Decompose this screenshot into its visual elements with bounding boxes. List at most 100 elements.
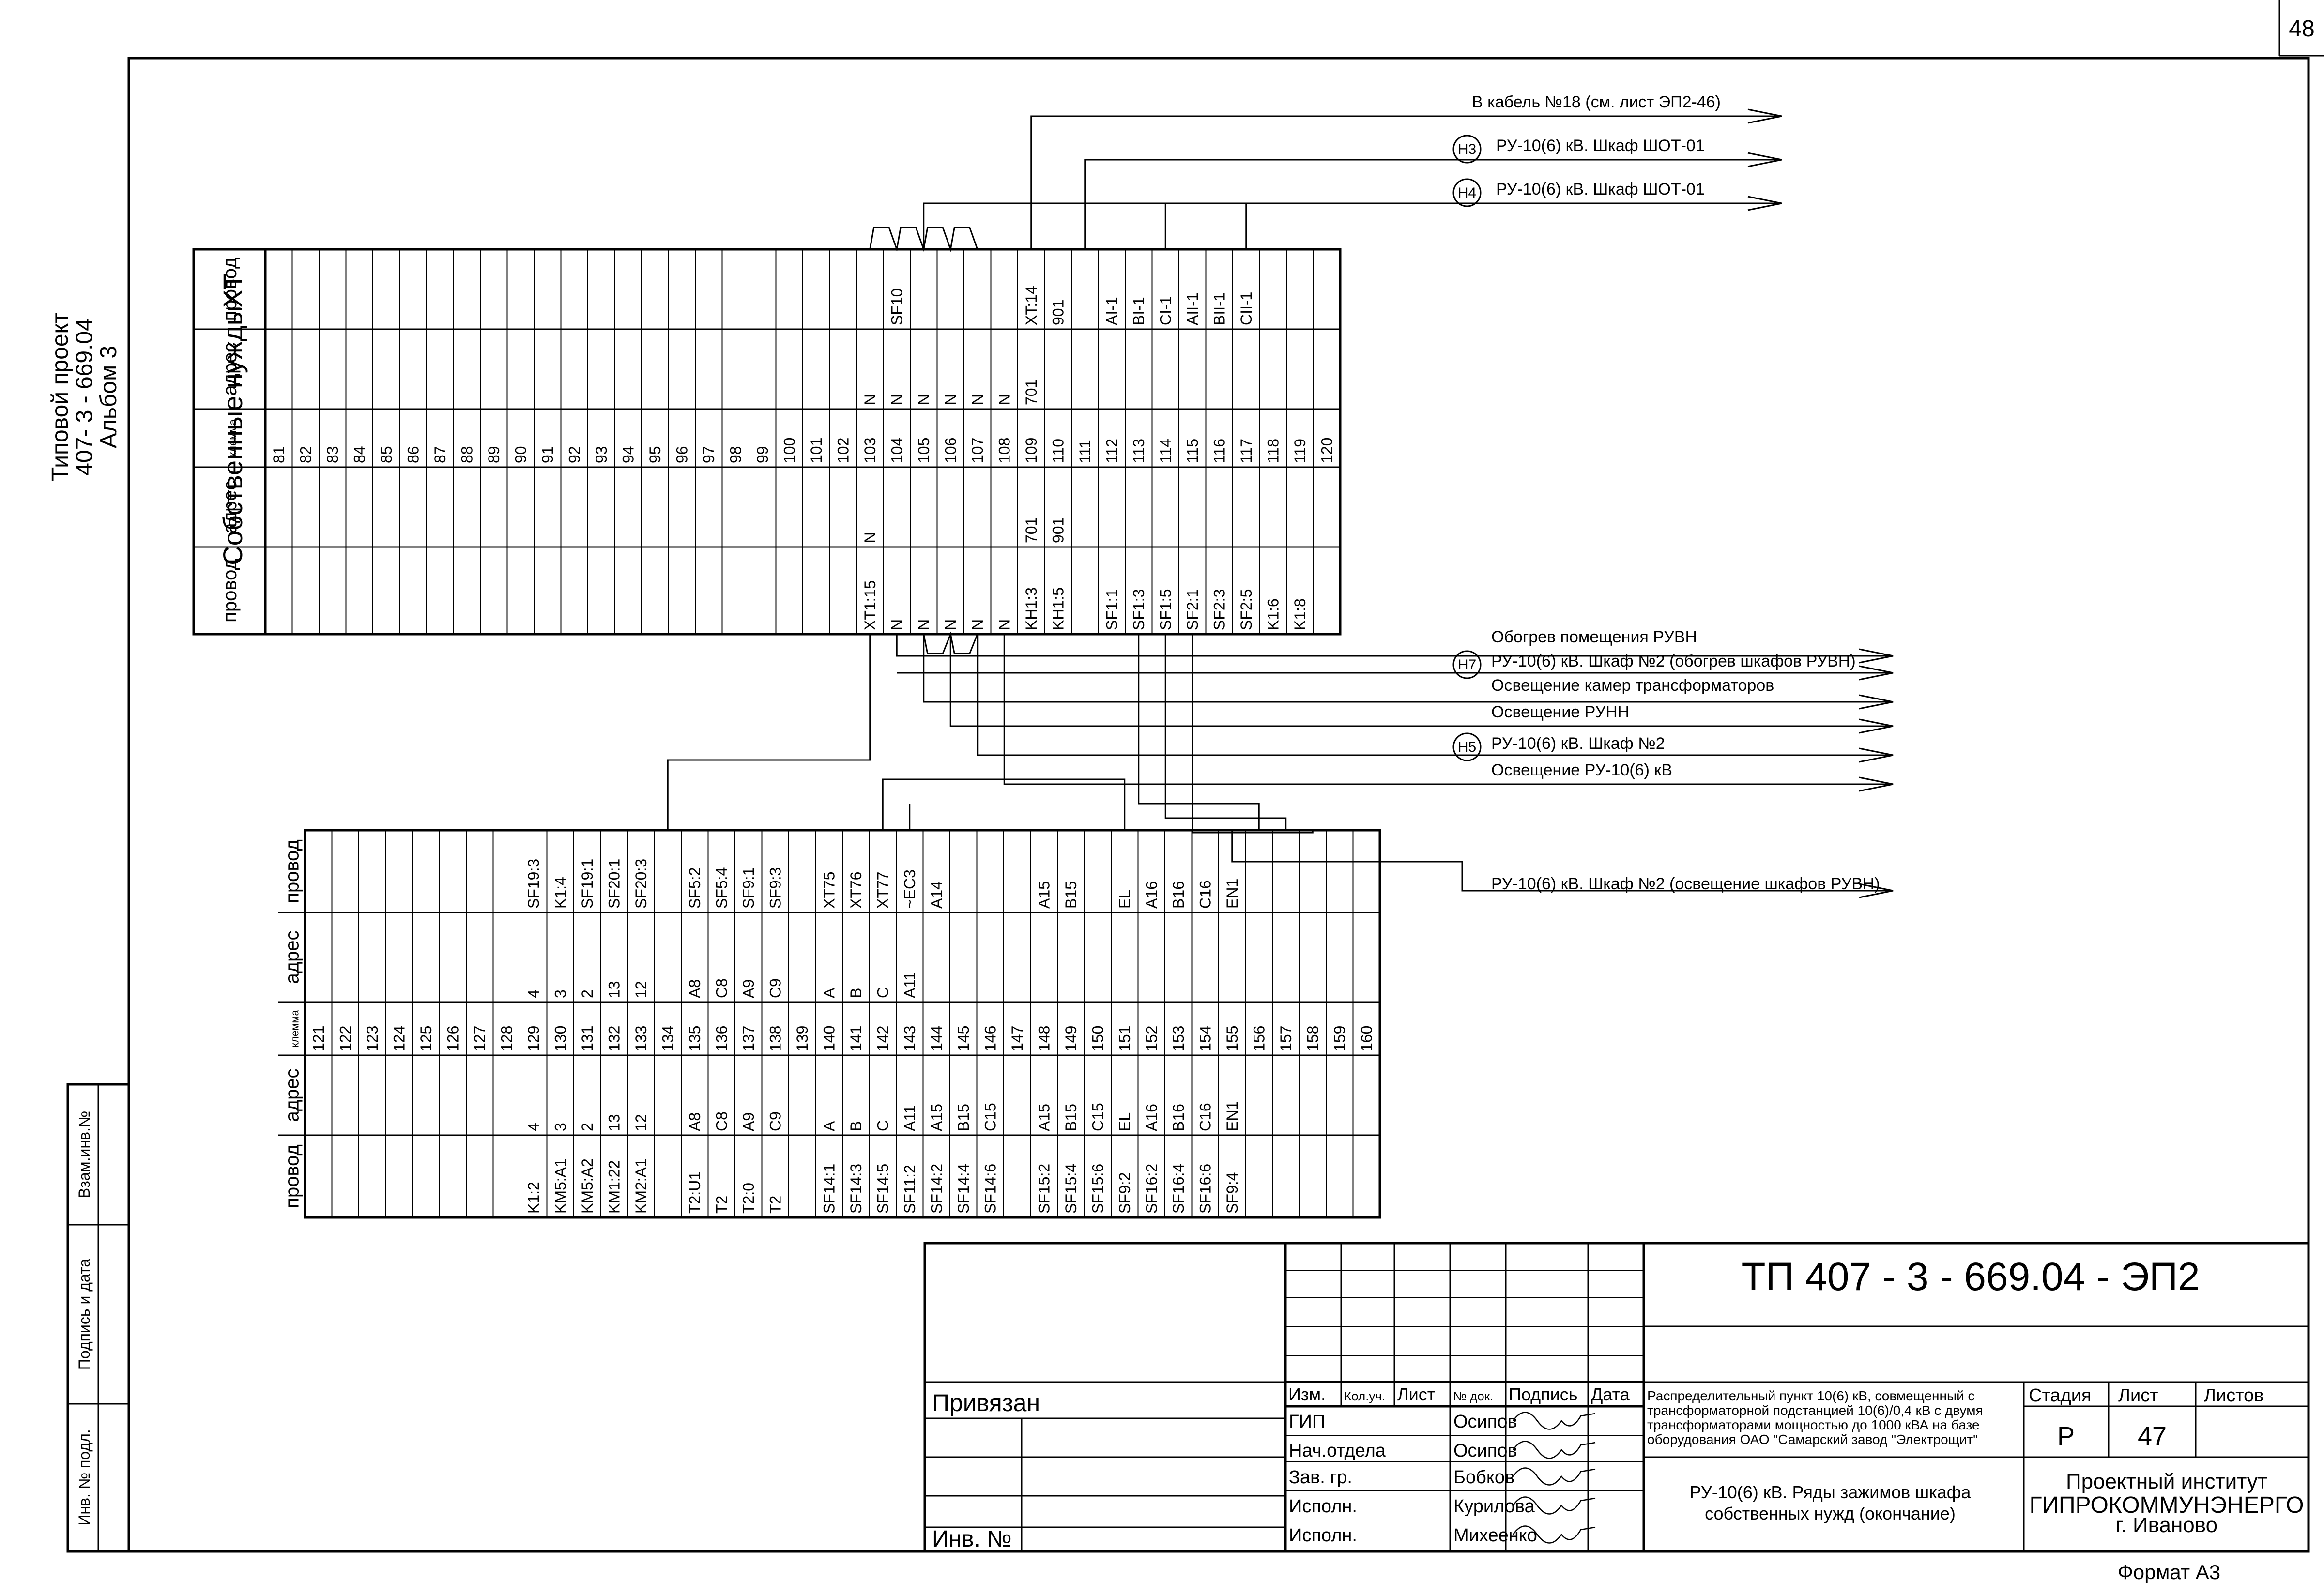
cell-lw: SF1:5: [1157, 589, 1174, 630]
cell-lw: N: [915, 619, 933, 630]
cell-n: 137: [740, 1026, 757, 1051]
cell-lw: SF14:1: [820, 1164, 838, 1214]
cell-n: 114: [1157, 439, 1174, 463]
cell-rw: XT76: [847, 872, 865, 909]
project-desc-line: трансформаторами мощностью до 1000 кВА н…: [1647, 1417, 1980, 1432]
cell-lw: K1:8: [1291, 598, 1309, 630]
output-text: Обогрев помещения РУВН: [1491, 628, 1697, 646]
margin-label-inv: Инв. № подл.: [76, 1429, 93, 1525]
wire-h4: [923, 202, 1733, 249]
designation: ТП 407 - 3 - 669.04 - ЭП2: [1741, 1255, 2200, 1299]
cell-lw: KM2:A1: [632, 1158, 650, 1214]
output-text: РУ-10(6) кВ. Шкаф №2: [1491, 734, 1665, 753]
cell-n: 139: [794, 1026, 811, 1051]
cell-lw: SF14:4: [955, 1164, 972, 1214]
cell-rw: A16: [1143, 881, 1160, 909]
marker-circle: [1452, 732, 1482, 761]
cell-n: 86: [404, 446, 422, 463]
cell-la: C15: [1089, 1103, 1106, 1131]
cell-la: B15: [1062, 1104, 1080, 1131]
inv-no-label: Инв. №: [932, 1526, 1012, 1552]
cell-la: B15: [955, 1104, 972, 1131]
cell-ra: N: [969, 394, 986, 405]
cell-n: 138: [766, 1026, 784, 1051]
cell-n: 160: [1358, 1026, 1375, 1051]
cell-ra: 701: [1023, 380, 1040, 405]
arrow-head: [1859, 883, 1894, 898]
header-right_addr: адрес: [219, 342, 241, 395]
cell-lw: SF16:4: [1170, 1164, 1187, 1214]
block1-header-box: [192, 248, 267, 636]
page-number-box: 48: [2278, 0, 2324, 57]
cell-n: 88: [458, 446, 475, 463]
col-header: № док.: [1453, 1389, 1493, 1403]
org-line2: ГИПРОКОММУНЭНЕРГО: [2030, 1492, 2304, 1518]
signature: [1512, 1496, 1596, 1515]
wire-cable18: [1030, 115, 1733, 249]
block1-title-area: Собственные нужды XT: [217, 273, 248, 565]
cell-n: 118: [1264, 439, 1282, 463]
cell-ra: 3: [551, 989, 569, 998]
marker-label: H4: [1458, 185, 1476, 201]
cell-ra: A: [820, 988, 838, 998]
project-desc-line: Распределительный пункт 10(6) кВ, совмещ…: [1647, 1388, 1975, 1403]
cell-n: 147: [1009, 1026, 1026, 1051]
staff-role: Зав. гр.: [1289, 1467, 1352, 1488]
margin-label-vzam: Взам.инв.№: [76, 1111, 93, 1198]
cell-rw: BII-1: [1210, 292, 1228, 325]
arrow-head: [1859, 694, 1894, 710]
header-right_addr: адрес: [282, 930, 303, 984]
cell-n: 130: [551, 1026, 569, 1051]
cell-n: 154: [1196, 1026, 1214, 1051]
cell-lw: SF15:6: [1089, 1164, 1106, 1214]
wire-phase: [1138, 634, 1260, 830]
cell-n: 135: [686, 1026, 703, 1051]
cell-lw: N: [888, 619, 905, 630]
cell-n: 146: [981, 1026, 999, 1051]
cell-rw: SF19:1: [579, 859, 596, 909]
cell-n: 153: [1170, 1026, 1187, 1051]
staff-name: Осипов: [1453, 1412, 1517, 1432]
side-stamp-line1: Типовой проект: [47, 313, 73, 481]
cell-rw: B16: [1170, 881, 1187, 909]
cell-n: 155: [1223, 1026, 1241, 1051]
cell-ra: N: [861, 394, 879, 405]
output-text: РУ-10(6) кВ. Шкаф №2 (обогрев шкафов РУВ…: [1491, 652, 1856, 670]
header-left_addr: адрес: [282, 1068, 303, 1122]
cell-la: C8: [713, 1111, 730, 1131]
cell-n: 143: [901, 1026, 918, 1051]
cell-ra: N: [942, 394, 959, 405]
cell-rw: EL: [1116, 890, 1133, 909]
arrow-head: [1859, 776, 1894, 792]
cell-n: 142: [874, 1026, 891, 1051]
cell-n: 104: [888, 438, 905, 463]
cell-n: 95: [646, 446, 664, 463]
cell-lw: N: [969, 619, 986, 630]
cell-ra: 12: [632, 981, 650, 998]
cell-n: 119: [1291, 439, 1309, 463]
cell-n: 111: [1076, 440, 1094, 463]
staff-role: Нач.отдела: [1289, 1441, 1386, 1461]
cell-rw: CII-1: [1238, 292, 1255, 325]
cell-n: 140: [820, 1026, 838, 1051]
cell-la: C16: [1196, 1103, 1214, 1131]
cell-la: 2: [579, 1123, 596, 1131]
cell-ra: N: [995, 394, 1013, 405]
cell-n: 124: [390, 1026, 408, 1051]
wire-out3: [923, 634, 1840, 703]
cell-ra: A9: [740, 979, 757, 998]
cell-n: 159: [1331, 1026, 1348, 1051]
header-left_addr: адрес: [219, 480, 241, 533]
cell-la: 12: [632, 1114, 650, 1131]
cell-n: 120: [1318, 438, 1335, 463]
format-label: Формат А3: [2118, 1561, 2220, 1583]
cell-n: 87: [431, 446, 449, 463]
cell-ra: N: [915, 394, 933, 405]
wire-out4: [949, 634, 1840, 727]
cell-rw: K1:4: [551, 877, 569, 909]
cell-n: 127: [471, 1026, 489, 1051]
col-header: Дата: [1591, 1384, 1630, 1404]
cell-n: 101: [808, 438, 825, 463]
col-header: Лист: [1397, 1384, 1435, 1404]
